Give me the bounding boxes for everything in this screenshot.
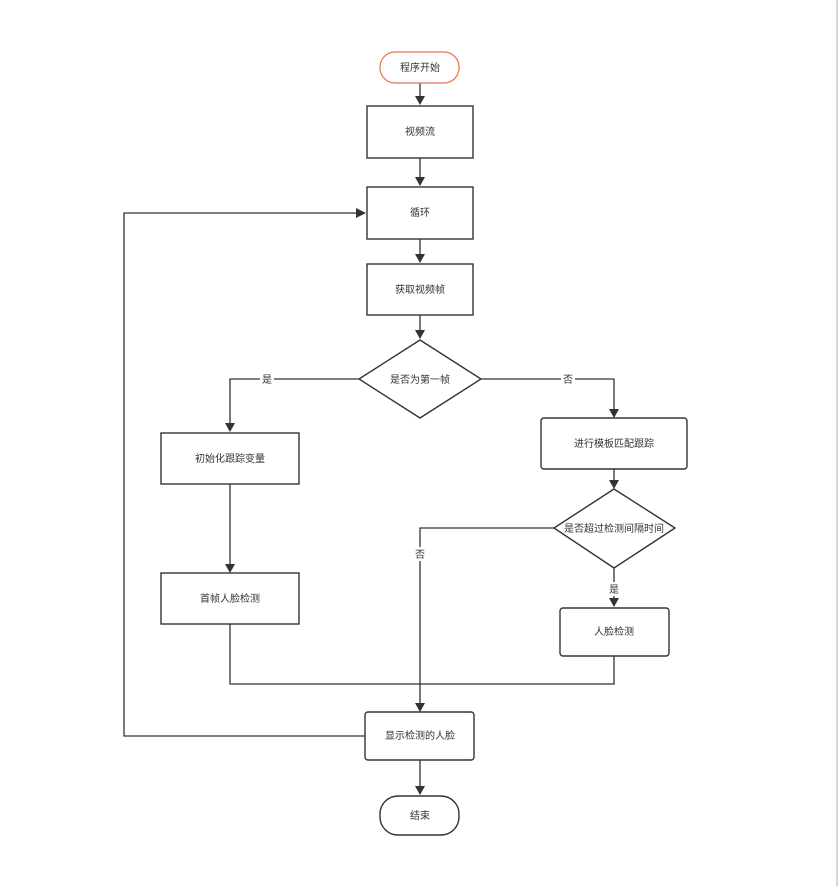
start-label: 程序开始 [400,61,440,74]
edge-label-bg [607,582,621,596]
edge-label-first-no: 否 [563,374,573,386]
node-show-faces: 显示检测的人脸 [364,711,475,761]
edge-first-yes [229,378,359,425]
node-first-frame-detect: 首帧人脸检测 [160,572,300,625]
edge-label-bg [260,372,274,386]
node-face-detect: 人脸检测 [559,607,670,657]
arrowhead [415,786,425,795]
arrowhead [609,598,619,607]
loop-box [366,186,474,240]
arrowhead [609,480,619,489]
node-exceed-interval: 是否超过检测间隔时间 [552,488,677,569]
edge-label-bg [413,547,427,561]
arrowhead [225,564,235,573]
edge-label-interval-yes: 是 [609,584,619,596]
exceed-interval-diamond [552,488,677,569]
node-end: 结束 [379,795,460,836]
arrowhead [415,703,425,712]
page-right-border [836,0,838,886]
is-first-frame-diamond [357,339,483,419]
arrowhead [356,208,366,218]
edge-firstdetect-merge [229,624,420,685]
edge-first-no [481,378,615,411]
get-frame-box [366,263,474,316]
video-stream-box [366,105,474,159]
arrowhead [609,409,619,418]
arrowhead [415,330,425,339]
first-frame-detect-label: 首帧人脸检测 [200,592,260,605]
node-video-stream: 视频流 [366,105,474,159]
node-is-first-frame: 是否为第一帧 [357,339,483,419]
face-detect-label: 人脸检测 [594,625,634,638]
edge-loop-back [123,212,365,737]
get-frame-label: 获取视频帧 [395,283,445,296]
init-tracking-label: 初始化跟踪变量 [195,452,265,465]
first-frame-detect-box [160,572,300,625]
show-faces-label: 显示检测的人脸 [385,729,455,742]
edge-label-bg [561,372,575,386]
node-start: 程序开始 [379,51,460,84]
start-terminator [379,51,460,84]
node-get-frame: 获取视频帧 [366,263,474,316]
loop-label: 循环 [410,206,430,219]
edge-interval-no [419,527,554,705]
node-template-match: 进行模板匹配跟踪 [540,417,688,470]
edge-label-interval-no: 否 [415,549,425,561]
arrowhead [415,254,425,263]
template-match-label: 进行模板匹配跟踪 [574,437,654,450]
arrowhead [415,96,425,105]
node-loop: 循环 [366,186,474,240]
init-tracking-box [160,432,300,485]
node-init-tracking: 初始化跟踪变量 [160,432,300,485]
end-label: 结束 [410,809,430,822]
template-match-box [540,417,688,470]
edge-facedetect-merge [420,656,615,685]
arrowhead [415,177,425,186]
arrowhead [225,423,235,432]
edge-label-first-yes: 是 [262,374,272,386]
exceed-interval-label: 是否超过检测间隔时间 [564,522,664,535]
video-stream-label: 视频流 [405,125,435,138]
is-first-frame-label: 是否为第一帧 [390,373,450,386]
face-detect-box [559,607,670,657]
end-terminator [379,795,460,836]
show-faces-box [364,711,475,761]
